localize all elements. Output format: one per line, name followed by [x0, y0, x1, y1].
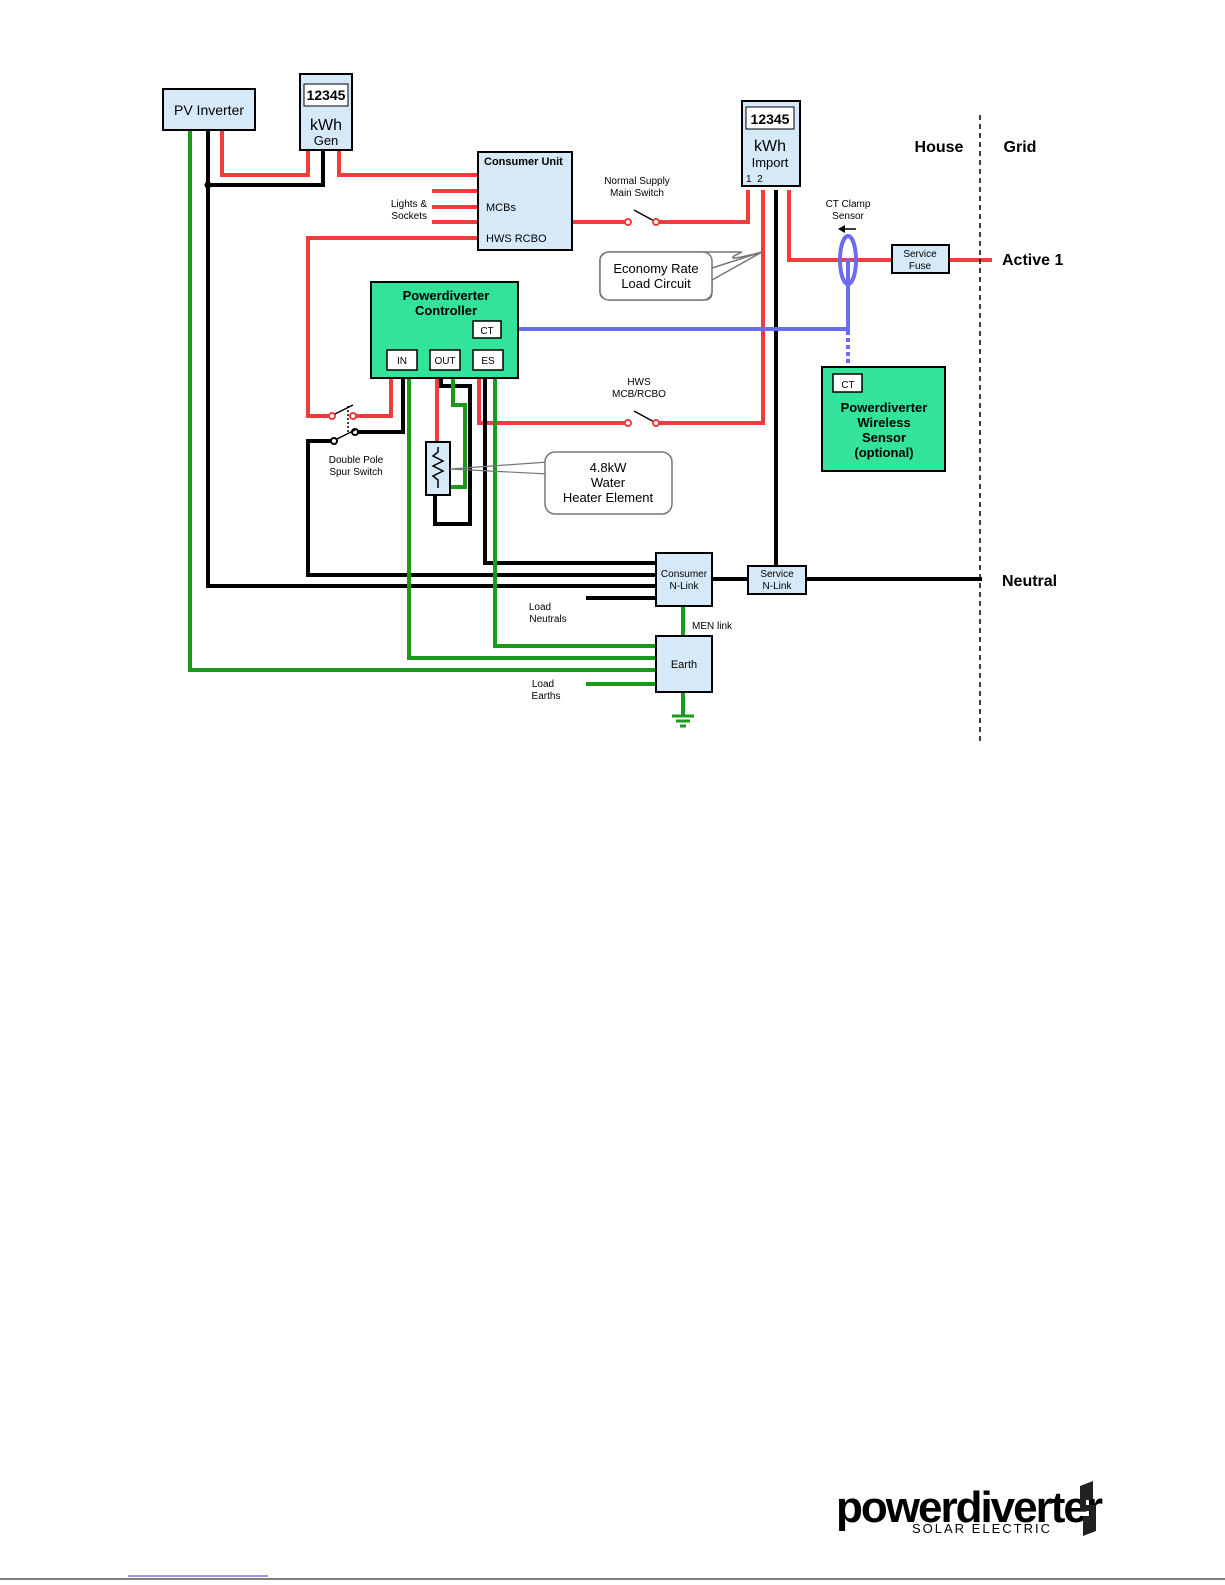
- consumer-nlink-box: Consumer N-Link: [655, 552, 713, 607]
- import-meter-unit: kWh: [754, 138, 786, 155]
- economy-rate-label-2: Load Circuit: [621, 276, 691, 291]
- load-earths-label-1: Load: [532, 679, 554, 690]
- active-wires: [220, 130, 992, 448]
- logo-tagline: SOLAR ELECTRIC: [912, 1521, 1052, 1536]
- import-meter-box: 12345 kWh Import 1 2: [741, 100, 801, 187]
- normal-supply-label-1: Normal Supply: [604, 176, 670, 187]
- ct-clamp-label-2: Sensor: [832, 211, 864, 222]
- hws-mcb-switch-symbol: [624, 410, 660, 427]
- service-fuse-label-2: Fuse: [909, 261, 932, 272]
- service-nlink-label-2: N-Link: [763, 581, 793, 592]
- spur-switch-label-2: Spur Switch: [329, 467, 382, 478]
- gen-meter-box: 12345 kWh Gen: [299, 73, 353, 151]
- heater-label-3: Heater Element: [563, 490, 654, 505]
- powerdiverter-logo: powerdiverter SOLAR ELECTRIC: [836, 1481, 1105, 1536]
- consumer-nlink-label-1: Consumer: [661, 569, 708, 580]
- sensor-ct-terminal: CT: [841, 380, 854, 391]
- earth-wires: [188, 130, 694, 728]
- heater-label-2: Water: [591, 475, 626, 490]
- main-switch-symbol: [624, 209, 660, 226]
- sensor-title-3: Sensor: [862, 430, 906, 445]
- logo-mark-icon: [1080, 1481, 1096, 1536]
- mcbs-label: MCBs: [486, 202, 516, 214]
- sensor-title-1: Powerdiverter: [841, 400, 928, 415]
- ct-clamp-label-1: CT Clamp: [826, 199, 871, 210]
- earth-label: Earth: [671, 659, 697, 671]
- economy-rate-label-1: Economy Rate: [613, 261, 698, 276]
- consumer-unit-box: Consumer Unit MCBs HWS RCBO: [477, 151, 573, 251]
- house-label: House: [915, 139, 964, 156]
- hws-mcb-label-1: HWS: [627, 377, 651, 388]
- sensor-title-4: (optional): [854, 445, 913, 460]
- men-link-label: MEN link: [692, 621, 733, 632]
- spur-switch-symbol: [328, 404, 359, 445]
- sensor-title-2: Wireless: [857, 415, 910, 430]
- service-fuse-box: Service Fuse: [891, 244, 950, 274]
- hws-mcb-label-2: MCB/RCBO: [612, 389, 666, 400]
- active-label: Active 1: [1002, 252, 1063, 269]
- service-fuse-label-1: Service: [903, 249, 937, 260]
- ct-clamp-ring: [838, 234, 858, 286]
- lights-sockets-label-2: Sockets: [391, 211, 427, 222]
- neutral-wires: [204, 130, 982, 600]
- gen-meter-reading: 12345: [307, 87, 346, 103]
- economy-rate-callout: Economy Rate Load Circuit: [599, 251, 763, 301]
- controller-title-2: Controller: [415, 303, 477, 318]
- import-meter-label: Import: [752, 155, 789, 170]
- heater-label-1: 4.8kW: [590, 460, 628, 475]
- spur-switch-label-1: Double Pole: [329, 455, 384, 466]
- consumer-unit-title: Consumer Unit: [484, 156, 563, 168]
- gen-meter-unit: kWh: [310, 117, 342, 134]
- controller-title-1: Powerdiverter: [403, 288, 490, 303]
- service-nlink-box: Service N-Link: [747, 565, 807, 595]
- pv-inverter-label: PV Inverter: [174, 102, 244, 118]
- wireless-sensor-box: CT Powerdiverter Wireless Sensor (option…: [821, 366, 946, 472]
- lights-sockets-label-1: Lights &: [391, 199, 427, 210]
- grid-label: Grid: [1004, 139, 1037, 156]
- load-neutrals-label-2: Neutrals: [529, 614, 566, 625]
- gen-meter-label: Gen: [314, 133, 339, 148]
- controller-es-terminal: ES: [481, 356, 495, 367]
- normal-supply-label-2: Main Switch: [610, 188, 664, 199]
- heater-element-symbol: [425, 441, 549, 496]
- hws-rcbo-label: HWS RCBO: [486, 233, 547, 245]
- pv-inverter-box: PV Inverter: [162, 88, 256, 131]
- service-nlink-label-1: Service: [760, 569, 794, 580]
- controller-out-terminal: OUT: [434, 356, 455, 367]
- earth-box: Earth: [655, 635, 713, 693]
- import-meter-reading: 12345: [751, 111, 790, 127]
- controller-in-terminal: IN: [397, 356, 407, 367]
- load-neutrals-label-1: Load: [529, 602, 551, 613]
- import-meter-terminals: 1 2: [746, 174, 763, 185]
- neutral-label: Neutral: [1002, 573, 1057, 590]
- load-earths-label-2: Earths: [532, 691, 561, 702]
- consumer-nlink-label-2: N-Link: [670, 581, 700, 592]
- logo-brand: powerdiverter: [836, 1483, 1103, 1532]
- controller-ct-terminal: CT: [480, 326, 493, 337]
- heater-element-callout: 4.8kW Water Heater Element: [544, 451, 673, 515]
- powerdiverter-controller-box: Powerdiverter Controller CT IN OUT ES: [370, 281, 519, 379]
